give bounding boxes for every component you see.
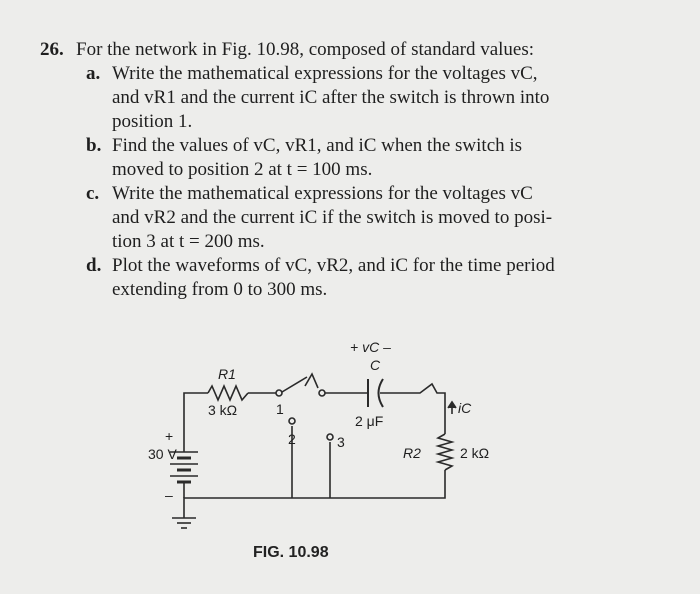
resistor-r1 <box>207 383 249 403</box>
source-voltage-label: 30 V <box>148 446 177 462</box>
ground-symbol <box>172 517 196 529</box>
r2-name-label: R2 <box>403 445 421 461</box>
part-c: c. Write the mathematical expressions fo… <box>40 182 602 254</box>
problem-26: 26. For the network in Fig. 10.98, compos… <box>40 38 680 302</box>
part-line: and vR2 and the current iC if the switch… <box>112 207 553 228</box>
part-line: Find the values of vC, vR1, and iC when … <box>112 135 523 156</box>
r1-name-label: R1 <box>218 366 236 382</box>
part-line: moved to position 2 at t = 100 ms. <box>112 159 373 180</box>
part-letter: b. <box>86 135 102 156</box>
part-letter: c. <box>86 183 100 204</box>
current-ic-label: iC <box>458 400 472 416</box>
switch-position-1-label: 1 <box>276 401 284 417</box>
capacitor-polarity-label: + vC – <box>350 339 391 355</box>
capacitor <box>367 378 384 408</box>
current-arrow-ic <box>447 400 457 414</box>
battery-30v <box>170 450 198 498</box>
switch-position-2-label: 2 <box>288 431 296 447</box>
source-plus-sign: + <box>165 428 173 444</box>
part-line: Plot the waveforms of vC, vR2, and iC fo… <box>112 255 555 276</box>
part-b: b. Find the values of vC, vR1, and iC wh… <box>40 134 602 182</box>
switch-three-position <box>275 372 334 441</box>
resistor-r2 <box>435 433 455 471</box>
capacitor-name-label: C <box>370 357 381 373</box>
problem-header: 26. For the network in Fig. 10.98, compos… <box>40 38 680 62</box>
part-line: Write the mathematical expressions for t… <box>112 183 533 204</box>
part-line: extending from 0 to 300 ms. <box>112 279 328 300</box>
source-minus-sign: – <box>165 487 173 503</box>
part-line: Write the mathematical expressions for t… <box>112 63 538 84</box>
switch-position-3-label: 3 <box>337 434 345 450</box>
problem-parts: a. Write the mathematical expressions fo… <box>40 62 680 302</box>
problem-number: 26. <box>40 39 64 60</box>
part-a: a. Write the mathematical expressions fo… <box>40 62 602 134</box>
circuit-wires <box>183 382 446 518</box>
problem-intro: For the network in Fig. 10.98, composed … <box>76 39 535 60</box>
part-line: position 1. <box>112 111 193 132</box>
capacitor-value-label: 2 μF <box>355 413 383 429</box>
r1-value-label: 3 kΩ <box>208 402 237 418</box>
r2-value-label: 2 kΩ <box>460 445 489 461</box>
figure-caption: FIG. 10.98 <box>253 544 329 561</box>
part-line: tion 3 at t = 200 ms. <box>112 231 265 252</box>
part-letter: a. <box>86 63 101 84</box>
part-letter: d. <box>86 255 102 276</box>
part-line: and vR1 and the current iC after the swi… <box>112 87 550 108</box>
part-d: d. Plot the waveforms of vC, vR2, and iC… <box>40 254 602 302</box>
